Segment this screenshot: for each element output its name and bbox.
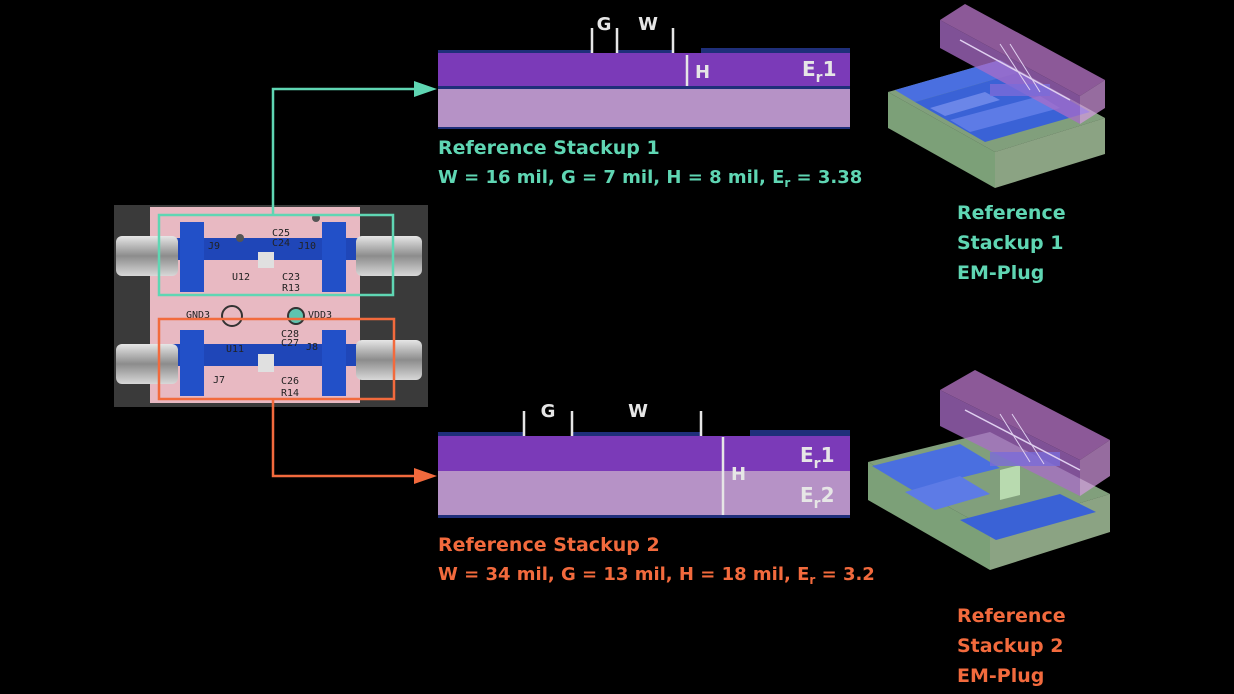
silk-u11: U11 — [226, 344, 244, 355]
stackup2-em-plug-model — [868, 370, 1110, 570]
silk-vdd3: VDD3 — [308, 310, 332, 321]
stackup2-signal-trace — [572, 432, 701, 436]
silk-c25: C25 — [272, 228, 290, 239]
pcb-photo: J9 C25 C24 J10 U12 C23 R13 GND3 VDD3 C28… — [114, 205, 428, 407]
stackup2-highlight-box — [157, 317, 396, 401]
stackup2-g-label: G — [541, 401, 556, 422]
silk-j8: J8 — [306, 342, 318, 353]
stackup2-ground-left — [438, 432, 524, 436]
silk-c26: C26 — [281, 376, 299, 387]
stackup1-em-plug-label: Reference Stackup 1 EM-Plug — [957, 202, 1066, 284]
stackup2-arrow — [271, 399, 437, 484]
stackup1-ground-left — [438, 50, 592, 53]
stackup1-arrow — [271, 81, 437, 215]
silk-r14: R14 — [281, 388, 299, 399]
stackup1-g-label: G — [597, 14, 612, 35]
silk-gnd3: GND3 — [186, 310, 210, 321]
stackup1-ground-right — [701, 48, 850, 53]
stackup1-dielectric-layer — [438, 53, 850, 88]
stackup1-w-label: W — [638, 14, 658, 35]
stackup1-title: Reference Stackup 1 — [438, 137, 660, 159]
silk-c27: C27 — [281, 338, 299, 349]
stackup2-er2-label: Er2 — [800, 483, 835, 512]
silk-c28: C28 — [281, 329, 299, 340]
stackup2-er1-label: Er1 — [800, 443, 835, 472]
stackup1-highlight-box — [157, 213, 395, 297]
stackup1-signal-trace — [617, 50, 673, 53]
stackup1-substrate-layer — [438, 88, 850, 128]
stackup2-dielectric-layer — [438, 436, 850, 471]
stackup2-substrate-layer — [438, 471, 850, 516]
silk-j7: J7 — [213, 375, 225, 386]
stackup1-er1-label: Er1 — [802, 57, 837, 86]
silk-u12: U12 — [232, 272, 250, 283]
stackup1-em-plug-model — [888, 4, 1105, 188]
stackup1-params: W = 16 mil, G = 7 mil, H = 8 mil, Er = 3… — [438, 167, 863, 190]
silk-c23: C23 — [282, 272, 300, 283]
silk-r13: R13 — [282, 283, 300, 294]
stackup2-w-label: W — [628, 401, 648, 422]
stackup2-h-label: H — [731, 464, 746, 485]
stackup1-inner-plane — [438, 86, 850, 89]
stackup1-h-label: H — [695, 62, 710, 83]
silk-j9: J9 — [208, 241, 220, 252]
stackup2-title: Reference Stackup 2 — [438, 534, 660, 556]
stackup2-ground-right — [750, 430, 850, 436]
silk-j10: J10 — [298, 241, 316, 252]
stackup1-cross-section: G W H Er1 — [438, 14, 850, 129]
stackup2-em-plug-label: Reference Stackup 2 EM-Plug — [957, 605, 1066, 687]
stackup2-params: W = 34 mil, G = 13 mil, H = 18 mil, Er =… — [438, 564, 875, 587]
stackup2-cross-section: G W H Er1 Er2 — [438, 401, 850, 518]
silk-c24: C24 — [272, 238, 290, 249]
